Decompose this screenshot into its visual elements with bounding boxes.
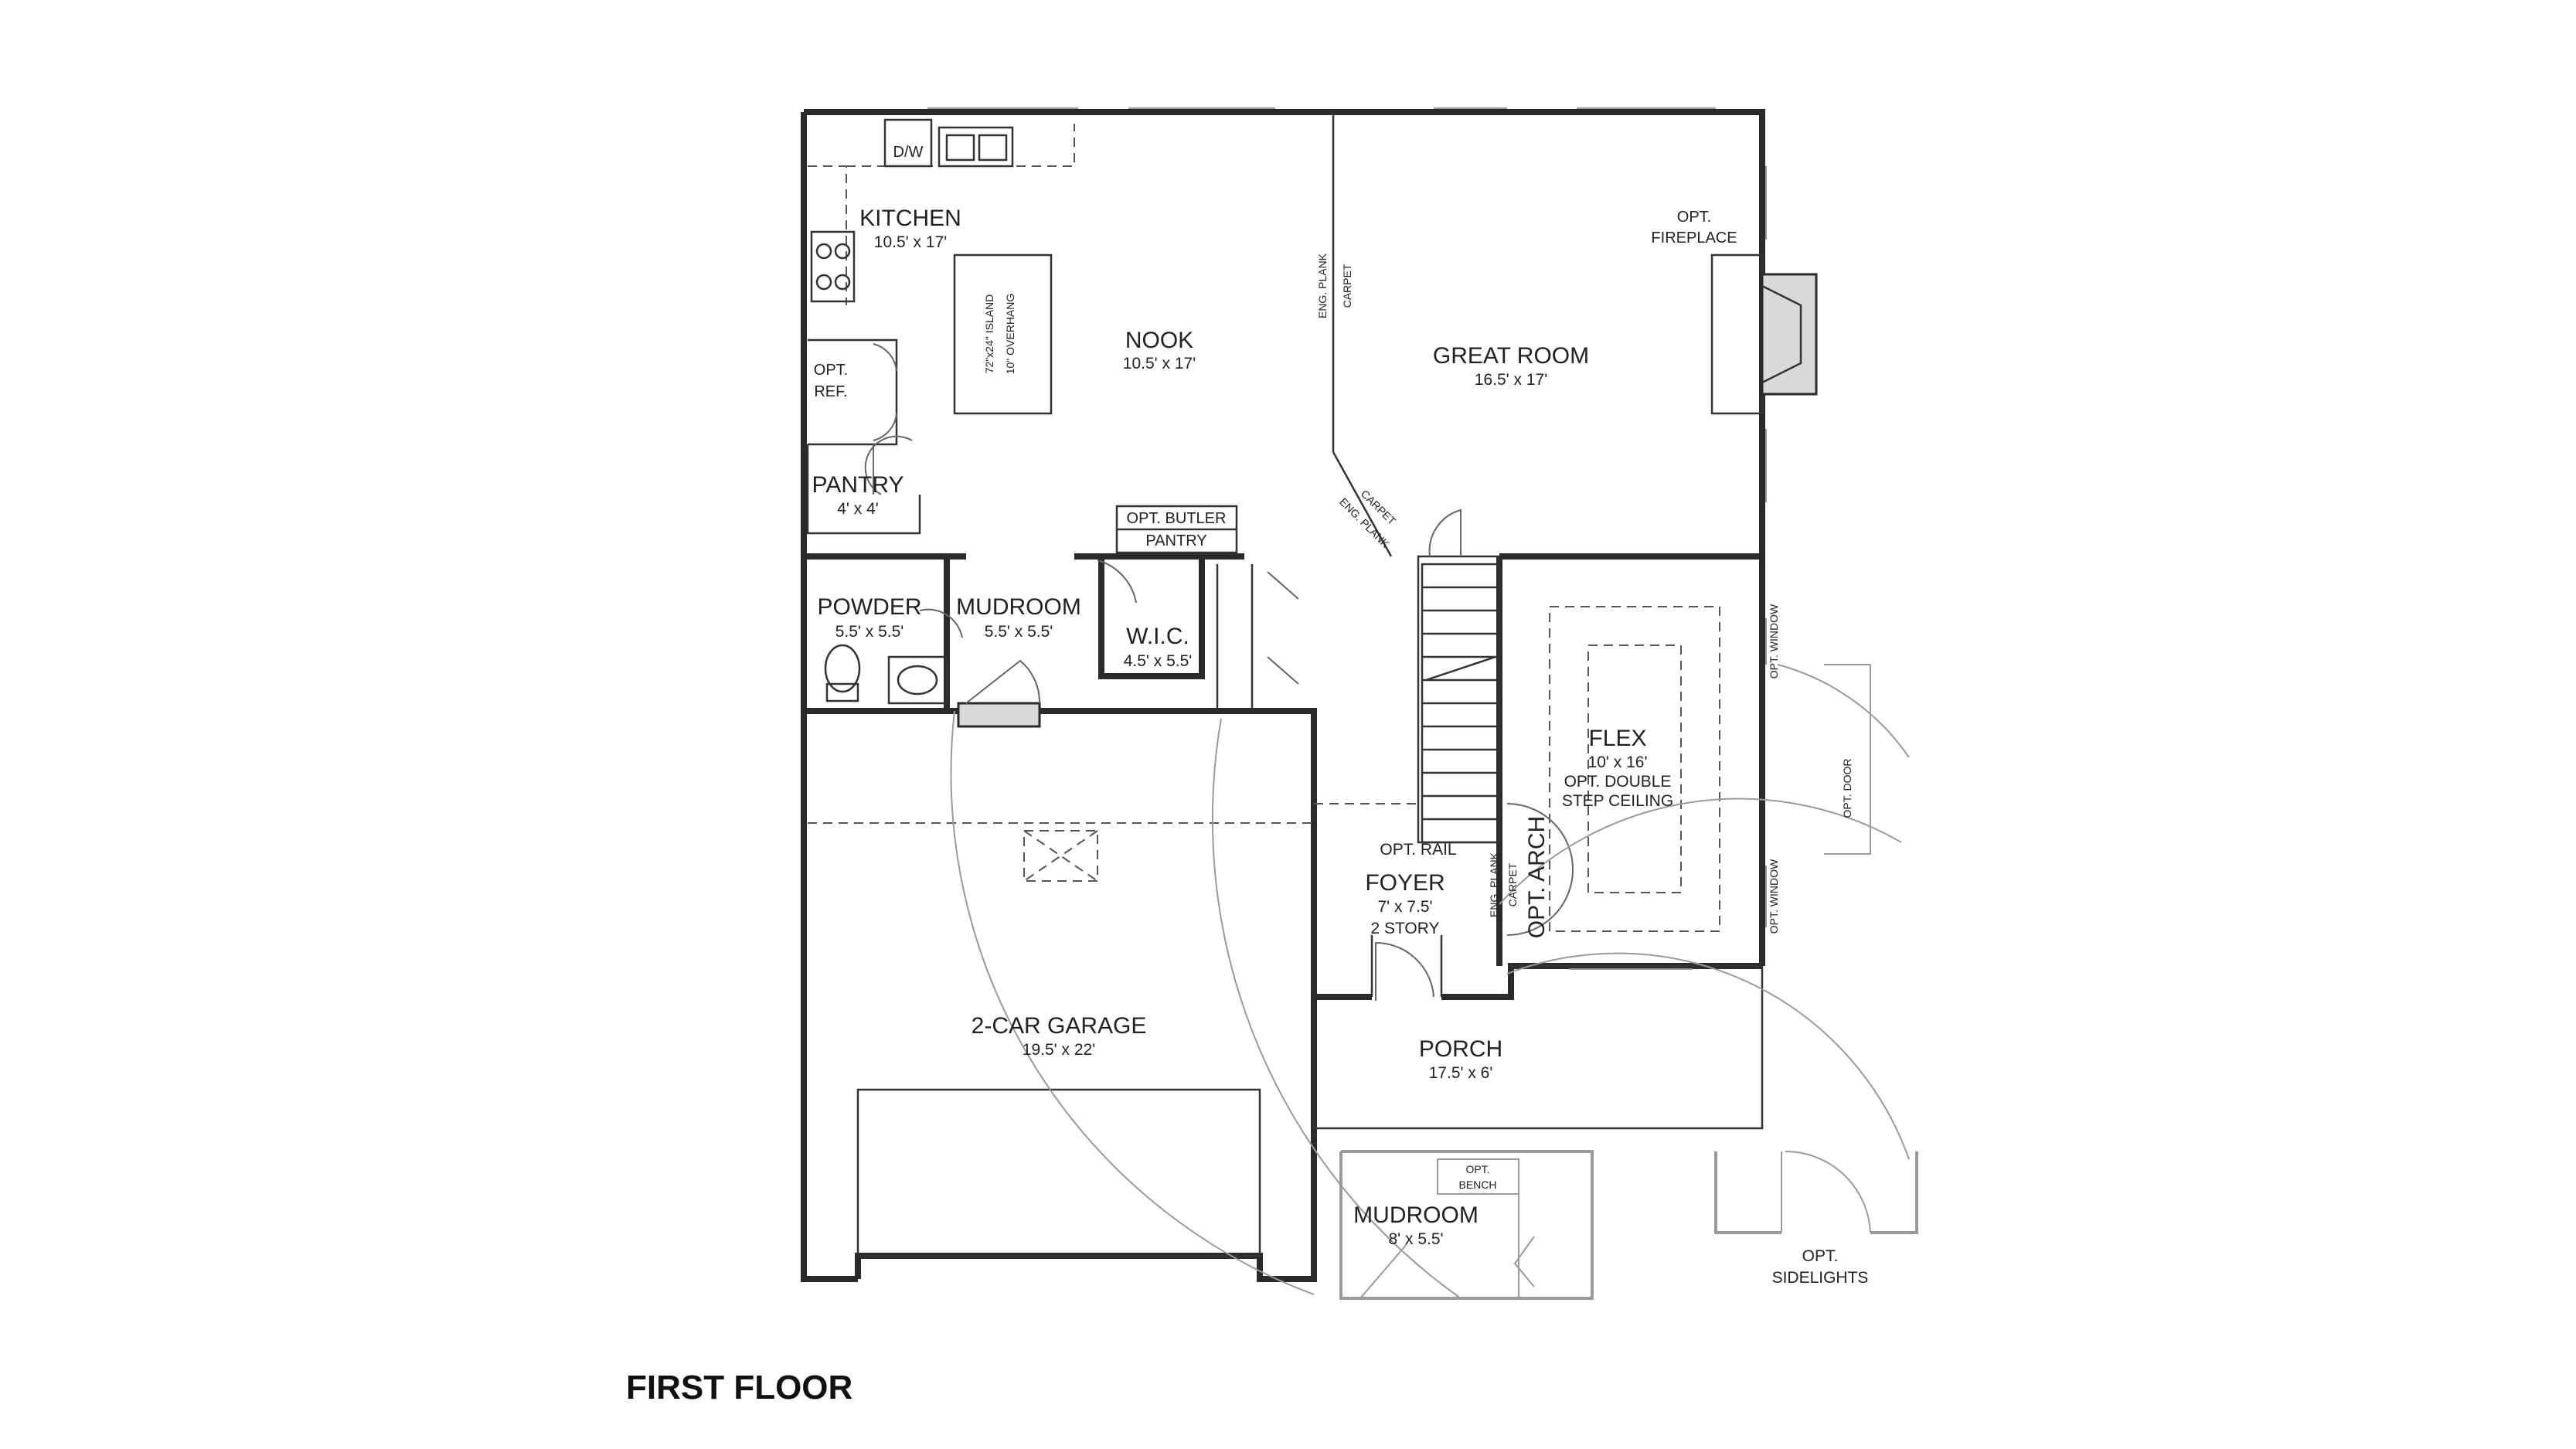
pantry-name: PANTRY — [812, 472, 904, 498]
fireplace — [1710, 253, 1818, 415]
foyer-note: 2 STORY — [1370, 920, 1439, 937]
opt-fireplace-1: OPT. — [1677, 209, 1711, 226]
flex-dim: 10' x 16' — [1588, 753, 1648, 771]
porch — [950, 664, 1910, 1299]
floor-carpet-1: CARPET — [1341, 264, 1353, 308]
dishwasher — [883, 118, 933, 168]
opt-rail: OPT. RAIL — [1380, 841, 1456, 859]
attic-access — [1023, 830, 1098, 882]
kitchen-name: KITCHEN — [859, 206, 961, 231]
great-room-dim: 16.5' x 17' — [1475, 371, 1547, 389]
opt-sidelights-inset — [1714, 664, 1918, 1234]
floor-eng-plank-1: ENG. PLANK — [1316, 253, 1329, 318]
foyer-dim: 7' x 7.5' — [1377, 898, 1432, 916]
garage-door — [856, 1088, 1261, 1257]
opt-mudroom-inset — [1339, 1150, 1594, 1300]
mudroom-dim: 5.5' x 5.5' — [985, 623, 1053, 641]
powder-name: POWDER — [818, 594, 922, 620]
porch-name: PORCH — [1419, 1036, 1502, 1062]
opt-fireplace-2: FIREPLACE — [1651, 230, 1737, 247]
dw-label: D/W — [893, 144, 924, 161]
opt-ref-2: REF. — [814, 383, 847, 400]
wic-name: W.I.C. — [1126, 624, 1189, 649]
labels: D/W KITCHEN 10.5' x 17' OPT. REF. 72"x24… — [626, 144, 1868, 1406]
butler-pantry-1: OPT. BUTLER — [1127, 510, 1227, 527]
opt-bench-1: OPT. — [1465, 1163, 1489, 1175]
opt-bench-2: BENCH — [1458, 1179, 1496, 1191]
powder-dim: 5.5' x 5.5' — [835, 623, 904, 641]
stairs — [1421, 509, 1501, 844]
garage-dim: 19.5' x 22' — [1023, 1041, 1095, 1059]
flex-ceiling — [1549, 606, 1720, 932]
flex-name: FLEX — [1588, 726, 1646, 751]
powder-fixtures — [824, 608, 963, 705]
island-label-1: 72"x24" ISLAND — [983, 294, 995, 374]
opt-window-1: OPT. WINDOW — [1768, 604, 1780, 679]
great-room-name: GREAT ROOM — [1433, 343, 1589, 369]
nook-dim: 10.5' x 17' — [1123, 355, 1196, 372]
opt-mudroom-dim: 8' x 5.5' — [1388, 1230, 1443, 1248]
garage-details — [808, 659, 1418, 1257]
mudroom-name: MUDROOM — [956, 594, 1081, 620]
interior-walls — [804, 112, 1501, 997]
butler-pantry-2: PANTRY — [1145, 532, 1206, 549]
floor-carpet-3: CARPET — [1506, 862, 1519, 906]
kitchen-dim: 10.5' x 17' — [874, 233, 947, 251]
flex-note-1: OPT. DOUBLE — [1564, 773, 1672, 791]
cooktop — [810, 230, 856, 303]
sink — [938, 126, 1014, 168]
garage-name: 2-CAR GARAGE — [972, 1013, 1147, 1039]
flex-note-2: STEP CEILING — [1562, 792, 1673, 810]
wic-dim: 4.5' x 5.5' — [1124, 652, 1193, 670]
opt-ref-1: OPT. — [814, 362, 848, 379]
opt-arch: OPT. ARCH — [1524, 816, 1550, 938]
opt-mudroom-name: MUDROOM — [1353, 1202, 1479, 1228]
sidelights-1: OPT. — [1802, 1247, 1839, 1265]
island-label-2: 10" OVERHANG — [1004, 294, 1016, 375]
opt-window-2: OPT. WINDOW — [1768, 859, 1780, 934]
nook-name: NOOK — [1125, 328, 1193, 353]
floor-eng-plank-3: ENG. PLANK — [1488, 852, 1500, 917]
sidelights-2: SIDELIGHTS — [1772, 1269, 1869, 1287]
opt-door: OPT. DOOR — [1841, 758, 1853, 818]
kitchen-fixtures — [808, 118, 1238, 554]
windows — [927, 107, 1767, 970]
floor-title: FIRST FLOOR — [626, 1369, 852, 1406]
pantry-dim: 4' x 4' — [837, 500, 879, 518]
kitchen-island — [953, 253, 1053, 415]
foyer-name: FOYER — [1365, 870, 1445, 896]
porch-dim: 17.5' x 6' — [1429, 1064, 1493, 1082]
doors — [864, 435, 1574, 1001]
